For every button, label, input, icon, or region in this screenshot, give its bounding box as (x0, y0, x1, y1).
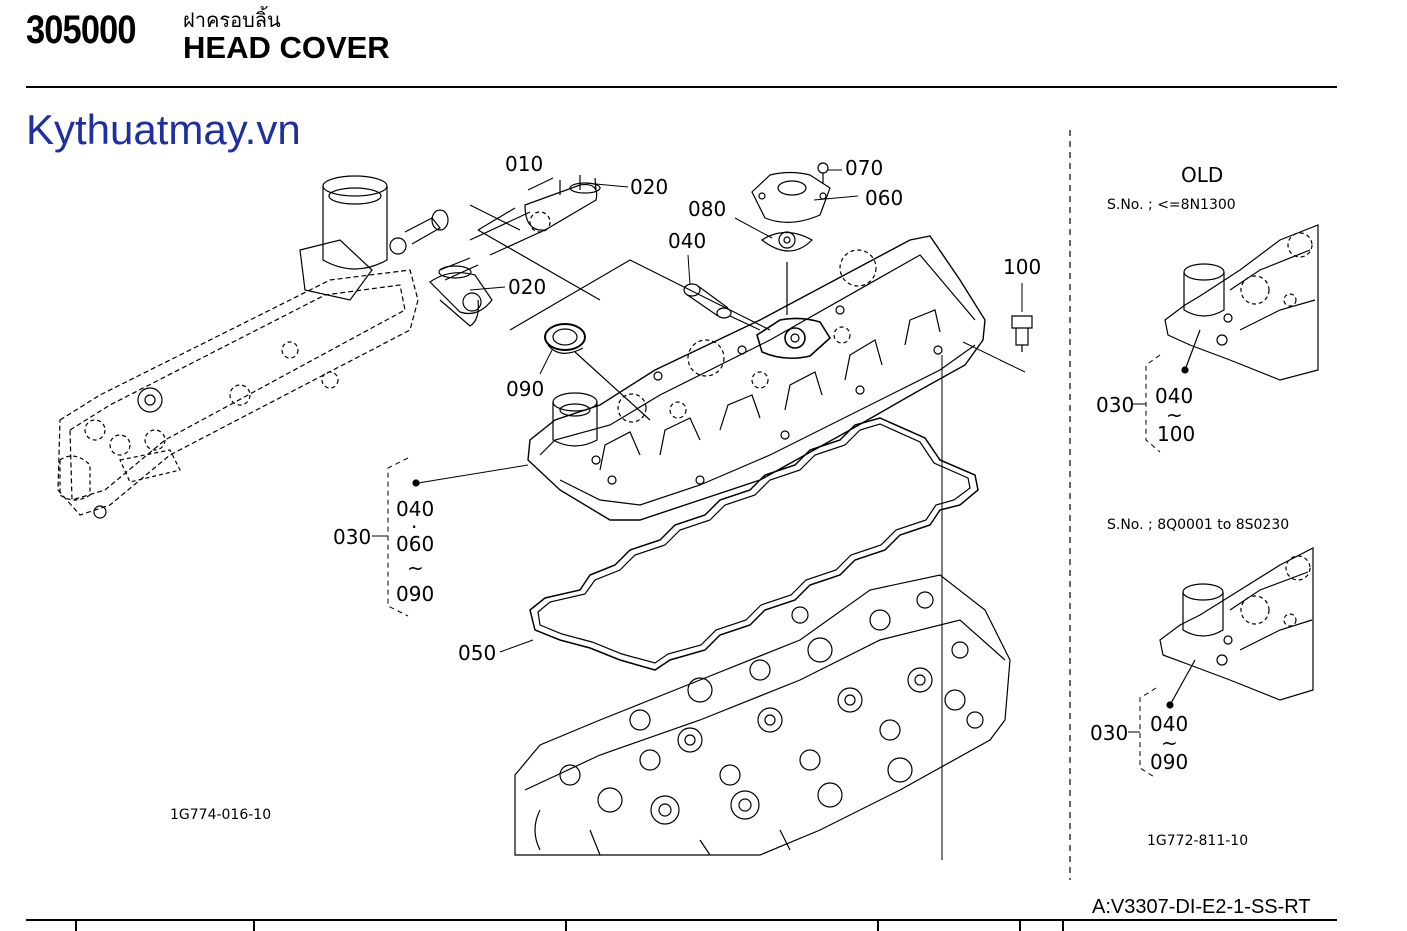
old-variant-2-drawing (1128, 547, 1314, 779)
old-variant-2-start: 040 (1150, 712, 1188, 736)
main-drawing-code: 1G774-016-10 (170, 807, 271, 823)
footer-tick (75, 921, 77, 931)
footer-tick (565, 921, 567, 931)
footer-tick (1062, 921, 1064, 931)
old-variant-1-drawing (1132, 224, 1319, 453)
bolt-drawing (941, 315, 1033, 860)
callout-080: 080 (688, 197, 726, 221)
assembly-range-mid: 060 (396, 532, 434, 556)
old-variant-2-end: 090 (1150, 750, 1188, 774)
spacer-tube-drawing (683, 283, 761, 331)
callout-020-upper: 020 (630, 175, 668, 199)
footer-tick (877, 921, 879, 931)
title-thai: ฝาครอบลิ้น (183, 8, 281, 32)
old-variant-1-serial: S.No. ; <=8N1300 (1107, 197, 1236, 213)
gasket-drawing (529, 417, 979, 671)
old-variant-1-end: 100 (1157, 422, 1195, 446)
callout-020-lower: 020 (508, 275, 546, 299)
assembly-bracket-main (372, 457, 409, 617)
old-variant-2-tilde: ~ (1161, 731, 1178, 755)
breather-cover-drawing (751, 162, 832, 360)
assembly-dot: · (411, 515, 417, 539)
assembly-parent-030: 030 (333, 525, 371, 549)
callout-050: 050 (458, 641, 496, 665)
page-title: HEAD COVER (183, 30, 390, 65)
old-variant-1-parent: 030 (1096, 393, 1134, 417)
assembly-range-end: 090 (396, 582, 434, 606)
old-heading: OLD (1181, 163, 1223, 187)
cylinder-head-drawing (514, 574, 1011, 856)
breather-hose-drawing (429, 175, 771, 331)
watermark: Kythuatmay.vn (26, 106, 301, 153)
section-number: 305000 (26, 8, 136, 52)
old-variant-2-serial: S.No. ; 8Q0001 to 8S0230 (1107, 517, 1289, 533)
callout-040: 040 (668, 229, 706, 253)
old-variant-1-start: 040 (1155, 384, 1193, 408)
footer-tick (253, 921, 255, 931)
callout-070: 070 (845, 156, 883, 180)
old-variant-2-parent: 030 (1090, 721, 1128, 745)
callout-060: 060 (865, 186, 903, 210)
footer-tick (1019, 921, 1021, 931)
callout-090: 090 (506, 377, 544, 401)
head-cover-drawing (527, 211, 986, 521)
callout-100: 100 (1003, 255, 1041, 279)
old-variant-1-tilde: ~ (1166, 403, 1183, 427)
side-drawing-code: 1G772-811-10 (1147, 833, 1248, 849)
assembly-range-start: 040 (396, 497, 434, 521)
assembly-tilde: ~ (407, 556, 424, 580)
callout-010: 010 (505, 152, 543, 176)
intake-manifold-drawing (57, 175, 449, 519)
header-divider (26, 86, 1337, 88)
model-code: A:V3307-DI-E2-1-SS-RT (1092, 896, 1311, 918)
footer-divider (26, 919, 1337, 921)
leader-lines (417, 169, 1023, 653)
